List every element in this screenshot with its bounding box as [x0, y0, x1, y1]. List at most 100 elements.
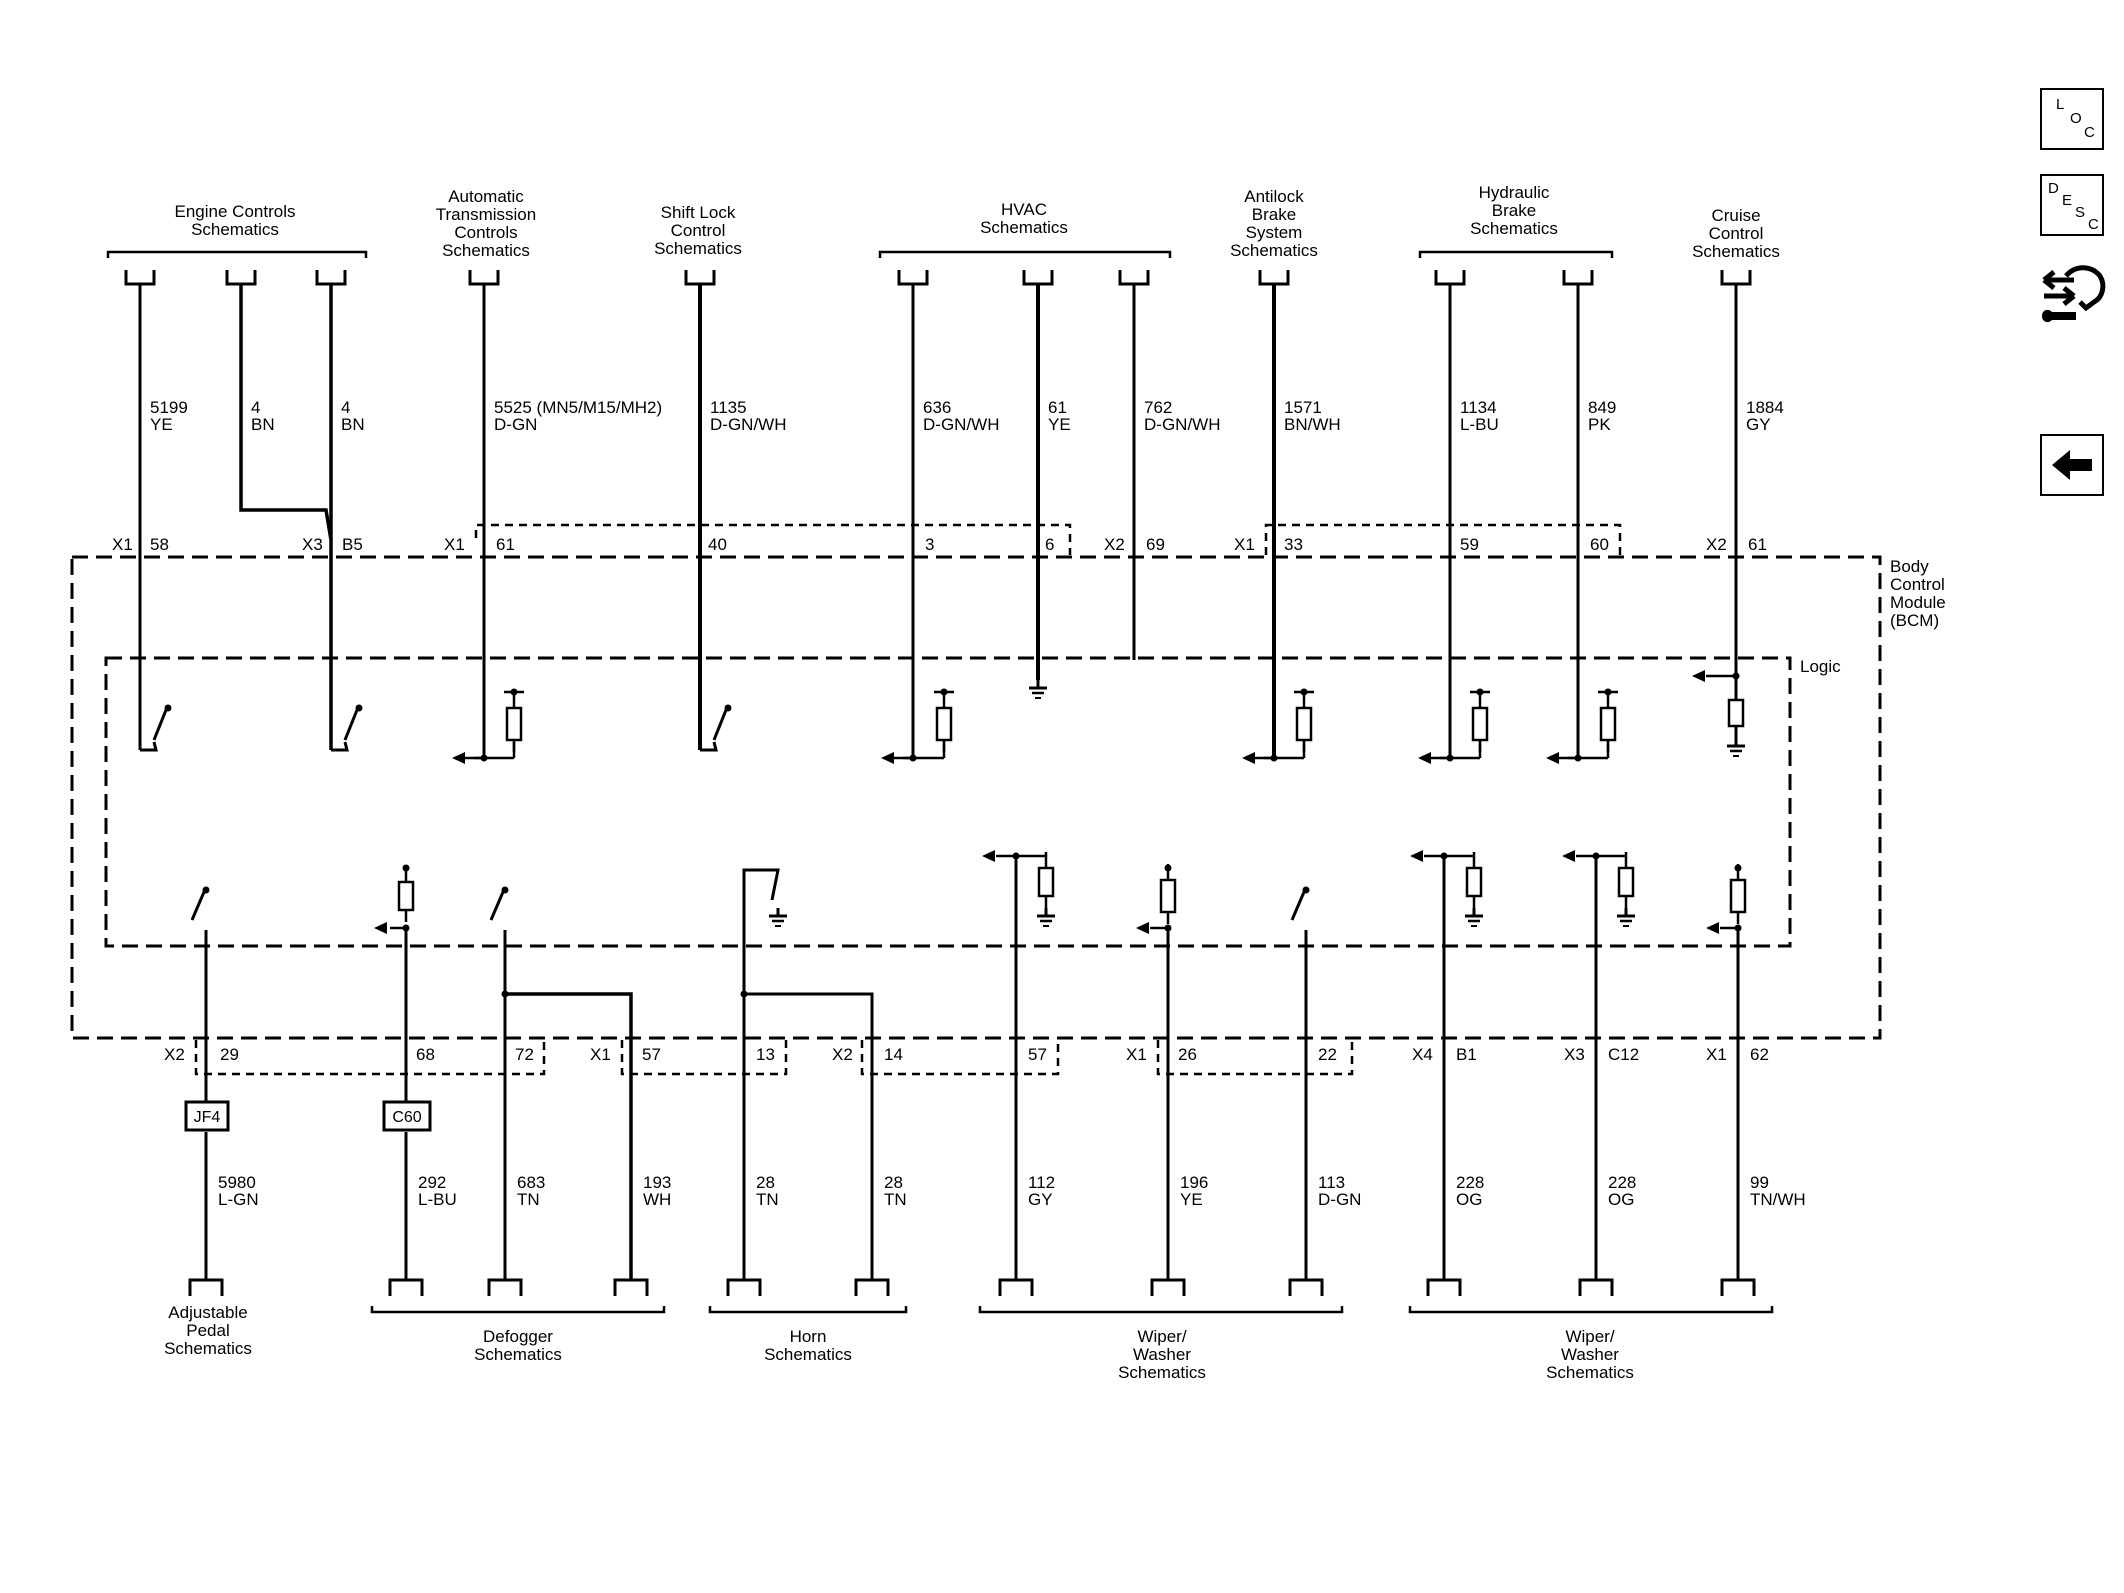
bottom-pin-3: 72: [515, 1045, 534, 1064]
bcm-label-line-4: (BCM): [1890, 611, 1939, 630]
bcm-label-line-2: Control: [1890, 575, 1945, 594]
out-228b-arrow: [1562, 850, 1575, 862]
engine-header-line-2: Schematics: [191, 220, 279, 239]
abs-header-line-4: Schematics: [1230, 241, 1318, 260]
bottom-circuit-9: 113: [1318, 1173, 1345, 1192]
bottom-circuit-6: 28: [884, 1173, 903, 1192]
jf4-label: JF4: [194, 1109, 221, 1126]
horn-bracket: [708, 1306, 908, 1314]
top-pin-8: 33: [1284, 535, 1303, 554]
hydraulic-header-line-3: Schematics: [1470, 219, 1558, 238]
switch-5980-contact: [202, 886, 210, 894]
desc-button[interactable]: D E S C: [2040, 174, 2104, 236]
top-terminal-8: [1118, 270, 1150, 286]
top-color-5: D-GN/WH: [710, 415, 786, 434]
top-circuit-8: 762: [1144, 398, 1172, 417]
switch-5199-blade: [152, 709, 168, 741]
switch-1135-blade: [712, 709, 728, 741]
desc-letter-4: C: [2088, 216, 2099, 233]
trans-header-line-1: Automatic: [448, 187, 524, 206]
cruise-header-line-3: Schematics: [1692, 242, 1780, 261]
top-color-2: BN: [251, 415, 275, 434]
defog-footer-line-2: Schematics: [474, 1345, 562, 1364]
cruise-arrow: [1692, 670, 1705, 682]
input-1571-arrow: [1242, 752, 1255, 764]
back-arrow-button[interactable]: [2040, 434, 2104, 496]
bottom-pin-9: 22: [1318, 1045, 1337, 1064]
top-conn-2: X3: [302, 535, 323, 554]
bottom-circuit-10: 228: [1456, 1173, 1484, 1192]
loc-button[interactable]: L O C: [2040, 88, 2104, 150]
defog-splice: [501, 990, 509, 998]
out-112-arrow: [982, 850, 995, 862]
top-color-6: D-GN/WH: [923, 415, 999, 434]
bottom-color-4: WH: [643, 1190, 671, 1209]
bottom-color-8: YE: [1180, 1190, 1203, 1209]
trans-header-line-3: Controls: [454, 223, 517, 242]
switch-113-blade: [1290, 891, 1306, 921]
hvac-header-line-2: Schematics: [980, 218, 1068, 237]
switch-1135-lead: [700, 741, 718, 752]
bottom-color-12: TN/WH: [1750, 1190, 1806, 1209]
top-terminal-11: [1562, 270, 1594, 286]
wiper2-footer-line-3: Schematics: [1546, 1363, 1634, 1382]
switch-5199-lead: [140, 741, 158, 752]
top-pin-3: 61: [496, 535, 515, 554]
bottom-pin-10: B1: [1456, 1045, 1477, 1064]
cruise-resistor-body: [1727, 698, 1745, 728]
wiper2-footer-line-1: Wiper/: [1565, 1327, 1614, 1346]
input-1134-resistor-body: [1471, 706, 1489, 742]
bottom-color-6: TN: [884, 1190, 907, 1209]
bottom-color-5: TN: [756, 1190, 779, 1209]
abs-header-line-1: Antilock: [1244, 187, 1304, 206]
bottom-pin-8: 26: [1178, 1045, 1197, 1064]
desc-letter-3: S: [2075, 204, 2086, 221]
top-conn-1: X1: [112, 535, 133, 554]
bottom-color-7: GY: [1028, 1190, 1053, 1209]
hydraulic-bracket: [1418, 250, 1614, 258]
input-849-arrow: [1546, 752, 1559, 764]
back-arrow-icon: [2052, 450, 2092, 480]
connector-end-view-icon[interactable]: [2036, 254, 2108, 334]
pedal-footer-line-2: Pedal: [186, 1321, 229, 1340]
bottom-terminal-8: [1150, 1278, 1186, 1296]
top-pin-1: 58: [150, 535, 169, 554]
bottom-terminal-2: [388, 1278, 424, 1296]
bottom-conn-8: X1: [1126, 1045, 1147, 1064]
wiper1-footer-line-3: Schematics: [1118, 1363, 1206, 1382]
top-color-12: GY: [1746, 415, 1771, 434]
bottom-conn-4: X1: [590, 1045, 611, 1064]
top-terminal-12: [1720, 270, 1752, 286]
bottom-terminal-12: [1720, 1278, 1756, 1296]
trans-header-line-2: Transmission: [436, 205, 536, 224]
input-1134-arrow: [1418, 752, 1431, 764]
cruise-header-line-1: Cruise: [1711, 206, 1760, 225]
top-circuit-6: 636: [923, 398, 951, 417]
input-849-node: [1574, 754, 1582, 762]
bottom-circuit-3: 683: [517, 1173, 545, 1192]
horn-footer-line-1: Horn: [790, 1327, 827, 1346]
switch-bn-contact: [355, 704, 363, 712]
bottom-pin-7: 57: [1028, 1045, 1047, 1064]
top-terminal-2: [225, 270, 257, 286]
desc-letter-2: E: [2062, 192, 2073, 209]
loc-letter-2: O: [2070, 110, 2082, 127]
abs-header-line-2: Brake: [1252, 205, 1296, 224]
top-pin-6: 6: [1045, 535, 1054, 554]
bottom-circuit-11: 228: [1608, 1173, 1636, 1192]
wiper1-footer-line-1: Wiper/: [1137, 1327, 1186, 1346]
top-pin-5: 3: [925, 535, 934, 554]
switch-5199-contact: [164, 704, 172, 712]
top-color-1: YE: [150, 415, 173, 434]
logic-label: Logic: [1800, 657, 1841, 676]
top-circuit-1: 5199: [150, 398, 188, 417]
out-99-resistor-body: [1729, 878, 1747, 914]
input-1134-node: [1446, 754, 1454, 762]
top-circuit-9: 1571: [1284, 398, 1322, 417]
bottom-circuit-2: 292: [418, 1173, 446, 1192]
input-636-node: [909, 754, 917, 762]
c60-label: C60: [392, 1109, 421, 1126]
top-color-11: PK: [1588, 415, 1611, 434]
bottom-circuit-8: 196: [1180, 1173, 1208, 1192]
